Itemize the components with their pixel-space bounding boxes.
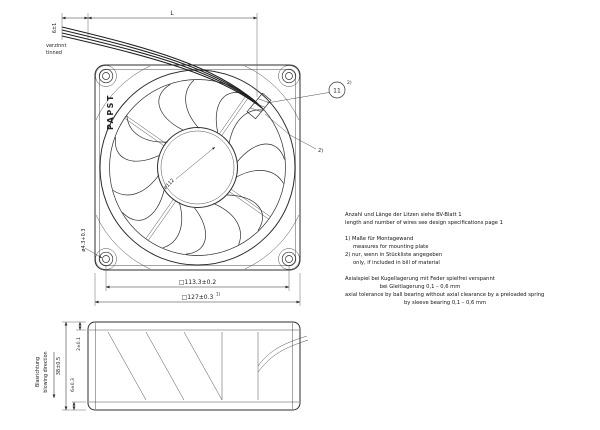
note-bearing-de2: bei Gleitlagerung 0,1 – 0,6 mm [380,284,461,290]
note-2-en: only, if included in bill of material [353,260,440,266]
airflow-direction: Blasrichtung blowing direction [35,351,56,399]
note-1-de: 1) Maße für Montagewand [345,236,413,242]
fan-side-view: 38±0.5 6±0.3 2±0.1 Blasrichtung blowing … [35,321,309,411]
mounting-hole-dia-label: ø4.3+0.3 [81,228,87,251]
strip-note-en: tinned [46,50,62,56]
note-bearing-de1: Axialspiel bei Kugellagerung mit Feder s… [345,276,495,282]
flange-dim-label: 6±0.3 [70,378,76,392]
note-2-de: 2) nur, wenn in Stückliste angegeben [345,252,442,258]
balloon-circle [328,81,346,99]
impeller-dia-dim: ø112 [163,146,216,191]
balloon-number: 11 [333,87,341,94]
airflow-label-en: blowing direction [43,351,49,392]
wire-dimensions: L 6±1 verzinnt tinned [46,10,258,97]
note-wires-de: Anzahl und Länge der Litzen siehe BV-Bla… [345,212,462,218]
venturi-opening-circle [109,79,286,256]
venturi-outer-circle [99,69,296,266]
depth-dim-label: 38±0.5 [56,357,62,376]
hub-inner-circle [160,130,235,205]
clamp-note-ref-label: 2) [318,148,323,154]
wire-length-label: L [170,10,174,17]
hub-circle [157,127,238,208]
front-dimensions: □113.3±0.2 □127±0.3 1) ø4.3+0.3 [81,228,301,306]
corner-webs [95,65,300,270]
note-wires-en: length and number of wires see design sp… [345,220,503,226]
strip-length-label: 6±1 [52,23,58,34]
side-dimensions: 38±0.5 6±0.3 2±0.1 [56,321,86,411]
impeller-dia-label: ø112 [163,178,176,191]
impeller-blades [112,79,285,255]
balloon-suffix: 2) [347,80,352,86]
note-bearing-en2: by sleeve bearing 0,1 – 0,6 mm [404,300,486,306]
support-struts [124,94,271,241]
strip-note-de: verzinnt [46,43,66,49]
mounting-hole [95,65,117,87]
side-view-outline [87,321,301,411]
fan-frame-outline [94,64,301,271]
notes-block: Anzahl und Länge der Litzen siehe BV-Bla… [345,212,544,306]
note-1-en: measures for mounting plate [353,244,428,250]
frame-dim: □127±0.3 [182,294,214,301]
cable-clamp [246,92,272,120]
step-dim-label: 2±0.1 [76,337,82,351]
airflow-label-de: Blasrichtung [35,357,41,387]
lead-wires [61,26,264,110]
mounting-holes [95,65,300,270]
brand-logo: PAPST [106,94,115,130]
mounting-hole [278,65,300,87]
note-bearing-en1: axial tolerance by ball bearing without … [345,292,544,298]
fan-front-view: PAPST 11 2) 2) [61,26,352,271]
clamp-note-reference: 2) [264,113,323,154]
hole-pitch-dim: □113.3±0.2 [179,279,217,286]
balloon-callout: 11 2) [266,80,352,104]
frame-dim-suffix: 1) [216,292,221,297]
side-view-details [89,323,309,409]
